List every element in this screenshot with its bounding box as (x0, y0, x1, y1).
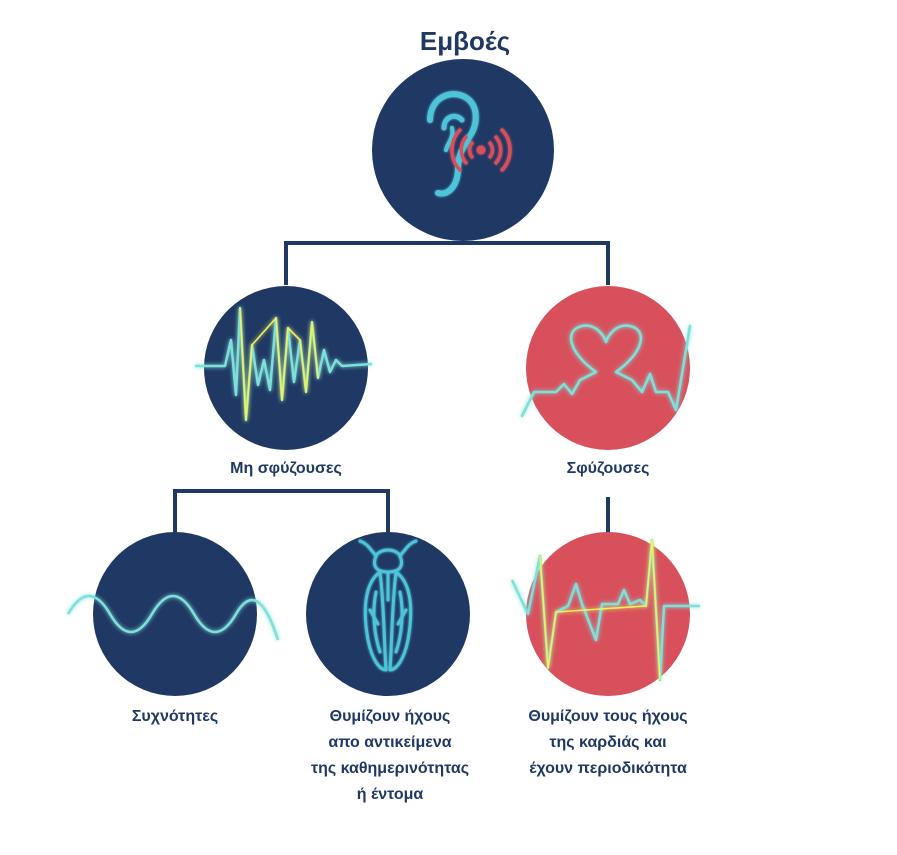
ecg-icon (510, 538, 700, 682)
frequencies-node (66, 532, 280, 696)
connector-root (284, 241, 610, 285)
diagram-title: Εμβοές (419, 26, 511, 56)
label-everyday: Θυμίζουν ήχους απο αντικείμενα της καθημ… (280, 704, 500, 808)
ear-icon (427, 91, 512, 197)
label-heart-line-2: της καρδιάς και (549, 734, 667, 751)
pulsatile-node (520, 286, 692, 450)
label-frequencies: Συχνότητες (131, 708, 219, 725)
label-everyday-line-4: ή έντομα (356, 786, 424, 803)
label-everyday-line-2: απο αντικείμενα (328, 734, 452, 751)
label-nonpulsatile: Μη σφύζουσες (230, 460, 342, 477)
sine-wave-icon (66, 594, 280, 641)
everyday-node (306, 532, 470, 696)
root-node (372, 59, 554, 241)
heart-node (510, 532, 700, 696)
label-heart-line-1: Θυμίζουν τους ήχους (528, 708, 688, 725)
nonpulsatile-node (195, 286, 373, 450)
waveform-icon (195, 306, 373, 422)
label-everyday-line-3: της καθημερινότητας (310, 760, 470, 777)
label-heart: Θυμίζουν τους ήχους της καρδιάς και έχου… (498, 704, 718, 782)
heart-pulse-icon (520, 324, 692, 418)
connector-nonpulsatile (173, 489, 390, 532)
label-pulsatile: Σφύζουσες (566, 460, 650, 477)
cicada-icon (358, 539, 418, 672)
label-heart-line-3: έχουν περιοδικότητα (529, 760, 687, 777)
label-everyday-line-1: Θυμίζουν ήχους (329, 708, 451, 725)
